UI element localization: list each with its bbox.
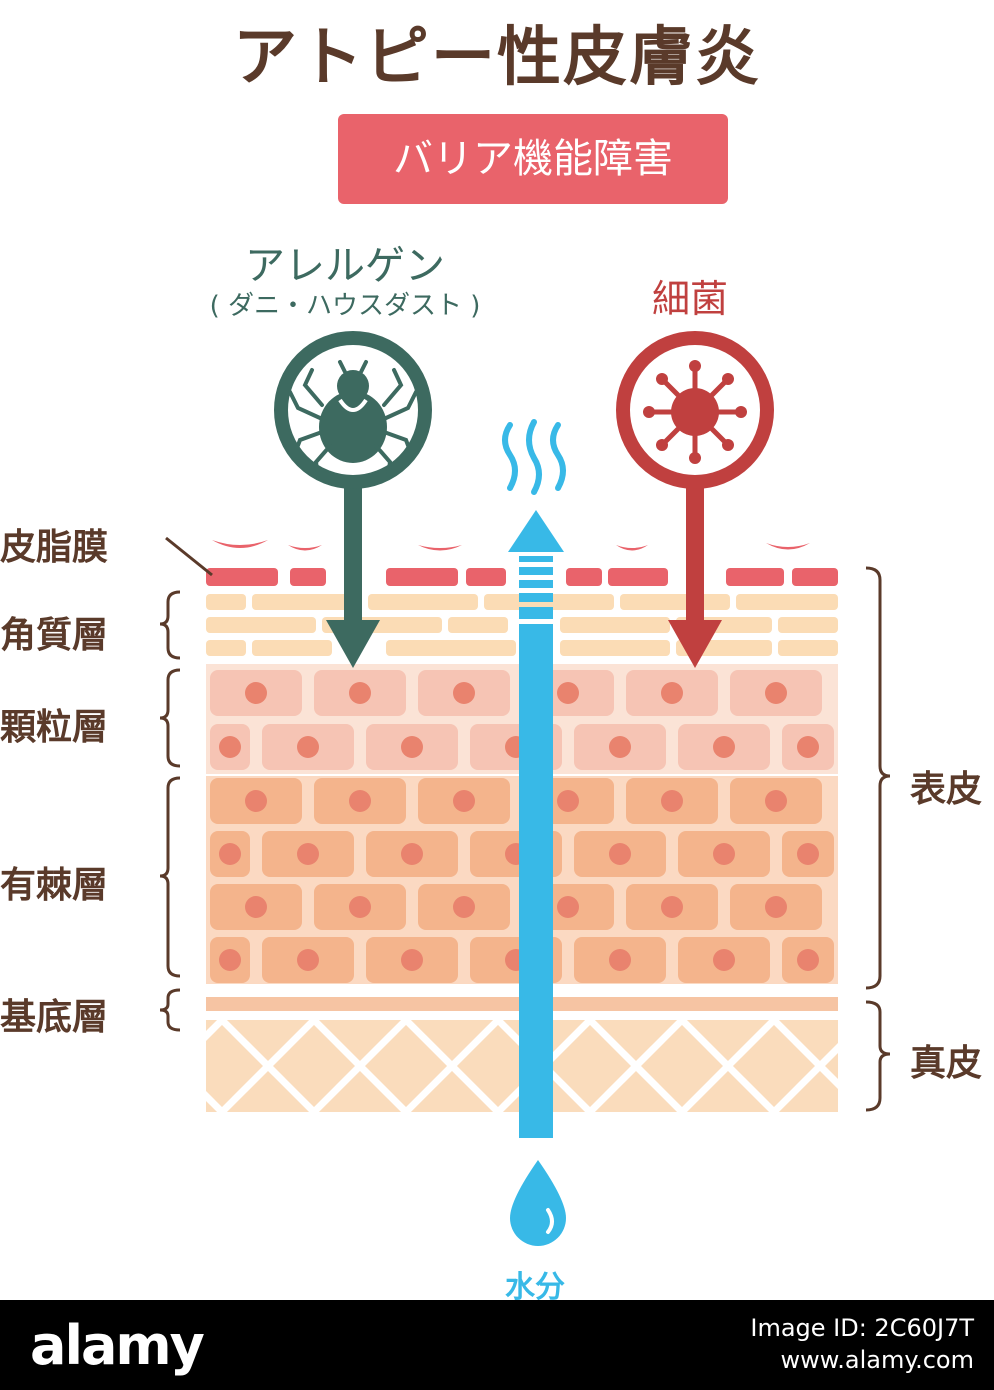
right-brackets [866,568,890,1110]
left-brackets [160,538,212,1030]
cell-nucleus [297,736,319,758]
cell-nucleus [661,682,683,704]
image-id: Image ID: 2C60J7T [750,1312,974,1344]
cell-nucleus [713,736,735,758]
layer-label-basal: 基底層 [0,988,108,1040]
cell-nucleus [245,682,267,704]
water-drop-icon [510,1160,566,1246]
layer-label-epidermis: 表皮 [910,760,982,812]
cell-nucleus [453,682,475,704]
cell-nucleus [557,896,579,918]
cell-nucleus [713,949,735,971]
cell-nucleus [765,790,787,812]
cell-nucleus [401,843,423,865]
cell-nucleus [661,790,683,812]
footer-bar: alamy Image ID: 2C60J7T www.alamy.com [0,1300,994,1390]
cell-nucleus [219,949,241,971]
cell-nucleus [349,896,371,918]
site-url: www.alamy.com [750,1344,974,1376]
bacteria-icon [643,360,747,464]
layer-label-spinous: 有棘層 [0,856,108,908]
cell-nucleus [609,843,631,865]
alamy-logo: alamy [30,1314,203,1377]
cell-nucleus [797,736,819,758]
cell-nucleus [245,896,267,918]
cell-nucleus [797,949,819,971]
cell-nucleus [797,843,819,865]
layer-label-dermis: 真皮 [910,1034,982,1086]
cell-nucleus [713,843,735,865]
cell-nucleus [609,736,631,758]
cell-nucleus [557,682,579,704]
footer-meta: Image ID: 2C60J7T www.alamy.com [750,1312,974,1376]
layer-label-stratum-corneum: 角質層 [0,606,108,658]
cell-nucleus [661,896,683,918]
cell-nucleus [609,949,631,971]
cell-nucleus [401,736,423,758]
cell-nucleus [219,736,241,758]
vapor-waves-icon [505,422,563,492]
cell-nucleus [349,682,371,704]
cell-nucleus [245,790,267,812]
cell-nucleus [765,896,787,918]
cell-nucleus [297,949,319,971]
layer-label-granular: 顆粒層 [0,698,108,750]
cell-nucleus [401,949,423,971]
cell-nucleus [297,843,319,865]
skin-diagram [0,0,994,1300]
cell-nucleus [453,790,475,812]
cell-nucleus [453,896,475,918]
cell-nucleus [557,790,579,812]
layer-label-sebum: 皮脂膜 [0,518,108,570]
cell-nucleus [219,843,241,865]
cell-nucleus [765,682,787,704]
cell-nucleus [349,790,371,812]
